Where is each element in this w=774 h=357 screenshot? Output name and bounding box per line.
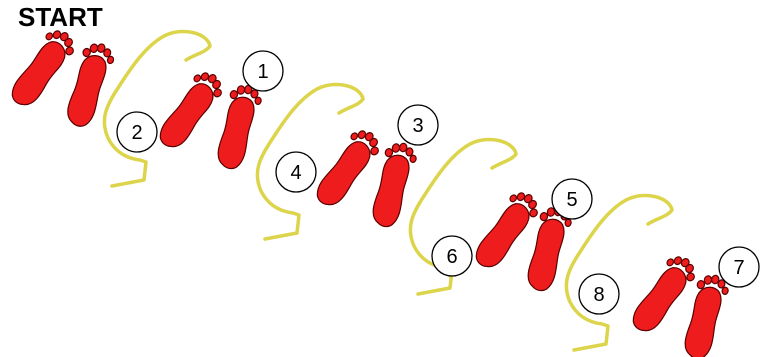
step-number-circle: 7: [719, 247, 759, 287]
step-number-label: 7: [733, 257, 744, 279]
step-number-label: 3: [412, 115, 423, 137]
step-number-label: 2: [131, 122, 142, 144]
step-number-label: 4: [290, 162, 301, 184]
step-2-left-footprint-icon: [150, 66, 227, 153]
step-7-right-footprint-icon: [682, 272, 731, 357]
step-number-circle: 2: [117, 112, 157, 152]
step-number-circle: 6: [432, 236, 472, 276]
step-8-left-footprint-icon: [623, 250, 700, 337]
start-left-footprint-icon: [2, 24, 79, 111]
step-number-label: 6: [446, 246, 457, 268]
step-number-label: 1: [257, 61, 268, 83]
step-number-circle: 5: [552, 179, 592, 219]
step-number-circle: 4: [276, 152, 316, 192]
step-number-circle: 1: [243, 51, 283, 91]
step-number-circle: 8: [579, 274, 619, 314]
step-number-circle: 3: [398, 105, 438, 145]
step-number-label: 5: [566, 189, 577, 211]
step-number-label: 8: [593, 284, 604, 306]
step-4-left-footprint-icon: [307, 124, 384, 211]
step-1-right-footprint-icon: [215, 82, 264, 172]
